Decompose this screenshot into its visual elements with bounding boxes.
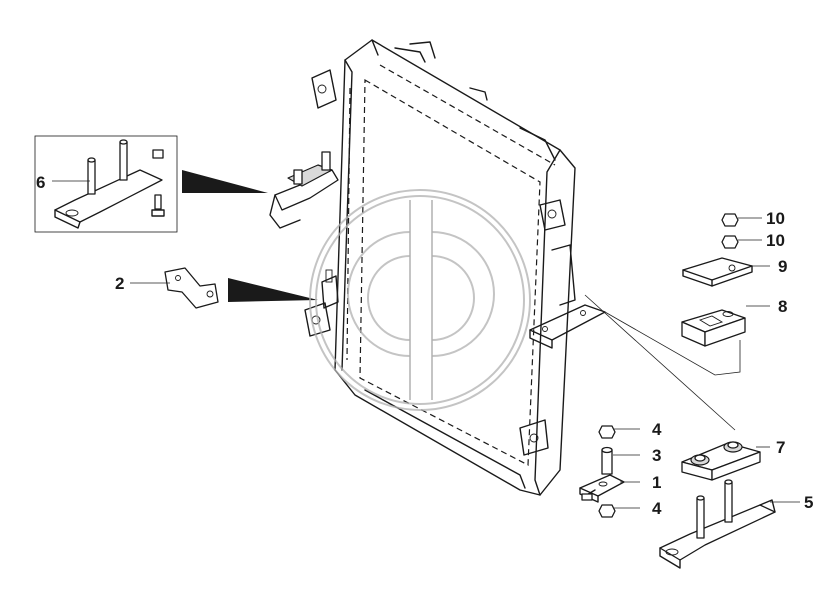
callout-labels: 6 2 4 3 1 4 5 7 8 9 10 10	[36, 173, 813, 518]
pointer-wedges	[182, 170, 318, 302]
parts-8-9-10-stack	[584, 213, 753, 431]
callout-4-top: 4	[652, 420, 662, 439]
callout-10-lower: 10	[766, 231, 785, 250]
callout-5: 5	[804, 493, 813, 512]
callout-3: 3	[652, 446, 661, 465]
parts-1-3-4-stack	[579, 425, 625, 518]
callout-7: 7	[776, 438, 785, 457]
callout-leaders	[52, 180, 800, 509]
callout-2: 2	[115, 274, 124, 293]
part-7-block	[681, 441, 761, 481]
detail-box-part-6	[34, 135, 178, 233]
callout-4-bottom: 4	[652, 499, 662, 518]
radiator-frame	[269, 39, 606, 496]
callout-9: 9	[778, 257, 787, 276]
callout-10-upper: 10	[766, 209, 785, 228]
watermark-logo	[309, 189, 531, 411]
callout-8: 8	[778, 297, 787, 316]
part-5-bracket	[659, 479, 776, 569]
callout-6: 6	[36, 173, 45, 192]
part-2-bracket	[164, 267, 219, 309]
callout-1: 1	[652, 473, 661, 492]
